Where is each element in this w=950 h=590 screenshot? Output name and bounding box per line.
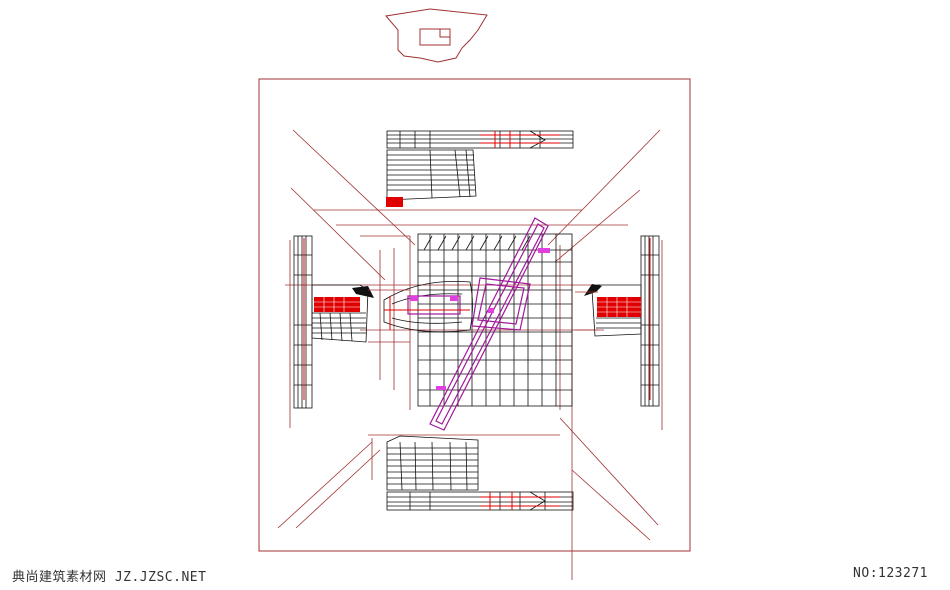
- central-oval-plaza: [383, 281, 473, 333]
- central-red-accents: [384, 296, 470, 330]
- bottom-elevation-red-marks: [480, 492, 560, 510]
- connector-lines: [360, 235, 598, 343]
- site-boundary-frame: [258, 78, 691, 552]
- central-plan-grid: [417, 233, 573, 407]
- watermark-id: NO:123271: [853, 566, 928, 581]
- bottom-elevation: [386, 435, 574, 511]
- top-elevation: [386, 130, 574, 201]
- right-elevation-canopy: [584, 284, 602, 296]
- magenta-rotated-slab: [407, 217, 549, 431]
- key-plan-ornament: [385, 8, 488, 63]
- diagonal-construction-lines: [277, 129, 661, 541]
- magenta-fill-markers: [410, 248, 550, 390]
- axis-lines: [285, 209, 663, 580]
- top-elevation-red-detail: [386, 197, 403, 207]
- watermark-site: 典尚建筑素材网 JZ.JZSC.NET: [12, 570, 207, 585]
- left-elevation-canopy: [352, 286, 374, 298]
- right-elevation: [591, 235, 660, 407]
- left-elevation-red-block: [314, 297, 360, 312]
- right-elevation-red-grid: [597, 297, 641, 317]
- top-elevation-red-marks: [480, 131, 560, 148]
- left-elevation: [293, 235, 369, 409]
- left-elevation-red-grid: [314, 297, 360, 312]
